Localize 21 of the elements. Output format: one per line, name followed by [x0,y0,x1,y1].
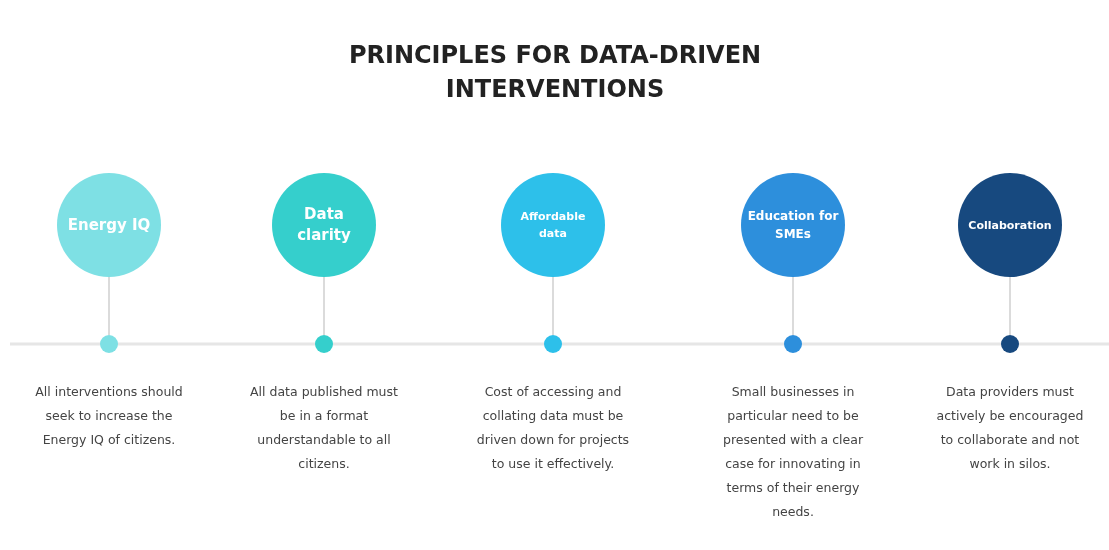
connector-line [552,276,554,336]
description-text: All data published must be in a format understandable to all citizens. [249,383,399,473]
timeline-dot [100,335,118,353]
description-text: Data providers must actively be encouraged to collaborate and not work in silos. [935,383,1085,473]
timeline-dot [315,335,333,353]
principle-label: Collaboration [968,217,1052,234]
principle-label: Education for SMEs [747,208,839,243]
description-text: All interventions should seek to increase the Energy IQ of citizens. [34,383,184,449]
timeline-dot [1001,335,1019,353]
timeline-dot [544,335,562,353]
connector-line [792,276,794,336]
connector-line [1009,276,1011,336]
connector-line [323,276,325,336]
description-text: Cost of accessing and collating data must be driven down for projects to use it effectively. [475,383,631,473]
connector-line [108,276,110,336]
principle-label: Data clarity [296,204,352,246]
description-text: Small businesses in particular need to be presented with a clear case for innovating in terms of their energy needs. [721,383,865,521]
title: PRINCIPLES FOR DATA-DRIVEN INTERVENTIONS [347,40,763,105]
timeline-dot [784,335,802,353]
principle-label: Affordable data [519,209,587,242]
principle-label: Energy IQ [67,214,151,236]
